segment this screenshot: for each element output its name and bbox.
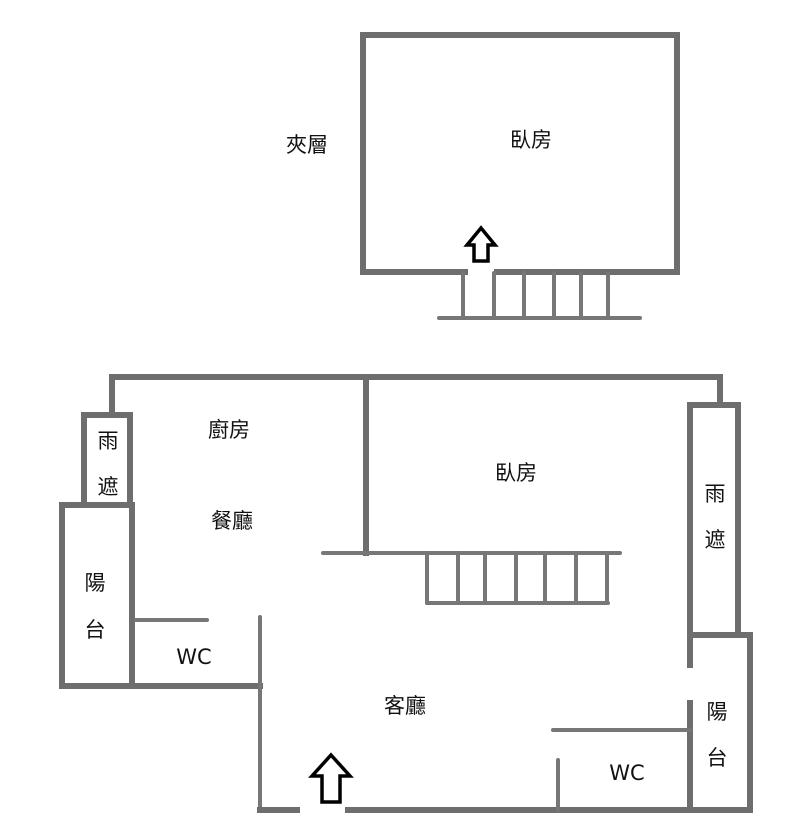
left-canopy-walls xyxy=(81,412,133,508)
lower-staircase xyxy=(425,551,610,605)
right-canopy-label-2: 遮 xyxy=(705,528,726,552)
upper-staircase xyxy=(437,271,642,320)
right-balcony-label-1: 陽 xyxy=(707,700,728,724)
right-canopy-walls xyxy=(687,402,741,668)
left-balcony-walls xyxy=(59,502,263,689)
left-balcony-label-2: 台 xyxy=(85,618,106,642)
right-balcony-label-2: 台 xyxy=(707,746,728,770)
entrance-up-arrow-icon xyxy=(308,752,354,804)
left-wc-label: WC xyxy=(176,645,211,669)
lower-bedroom-label: 臥房 xyxy=(495,461,537,485)
kitchen-label: 廚房 xyxy=(208,418,250,442)
right-canopy-label-1: 雨 xyxy=(705,482,726,506)
lower-floor: 廚房 餐廳 臥房 客廳 雨 遮 陽 台 WC 雨 遮 陽 台 WC xyxy=(59,374,753,813)
left-canopy-label-1: 雨 xyxy=(98,429,119,453)
dining-label: 餐廳 xyxy=(211,509,253,533)
upper-floor: 夾層 臥房 xyxy=(286,32,680,320)
left-balcony-label-1: 陽 xyxy=(85,571,106,595)
right-balcony-walls xyxy=(687,632,753,813)
upper-bedroom-walls xyxy=(360,32,680,275)
left-canopy-label-2: 遮 xyxy=(98,475,119,499)
outer-top-wall xyxy=(109,374,723,418)
up-arrow-icon xyxy=(463,225,499,263)
upper-bedroom-label: 臥房 xyxy=(510,128,552,152)
living-room-label: 客廳 xyxy=(384,694,426,718)
mezzanine-label: 夾層 xyxy=(286,133,328,157)
right-wc-label: WC xyxy=(609,761,644,785)
